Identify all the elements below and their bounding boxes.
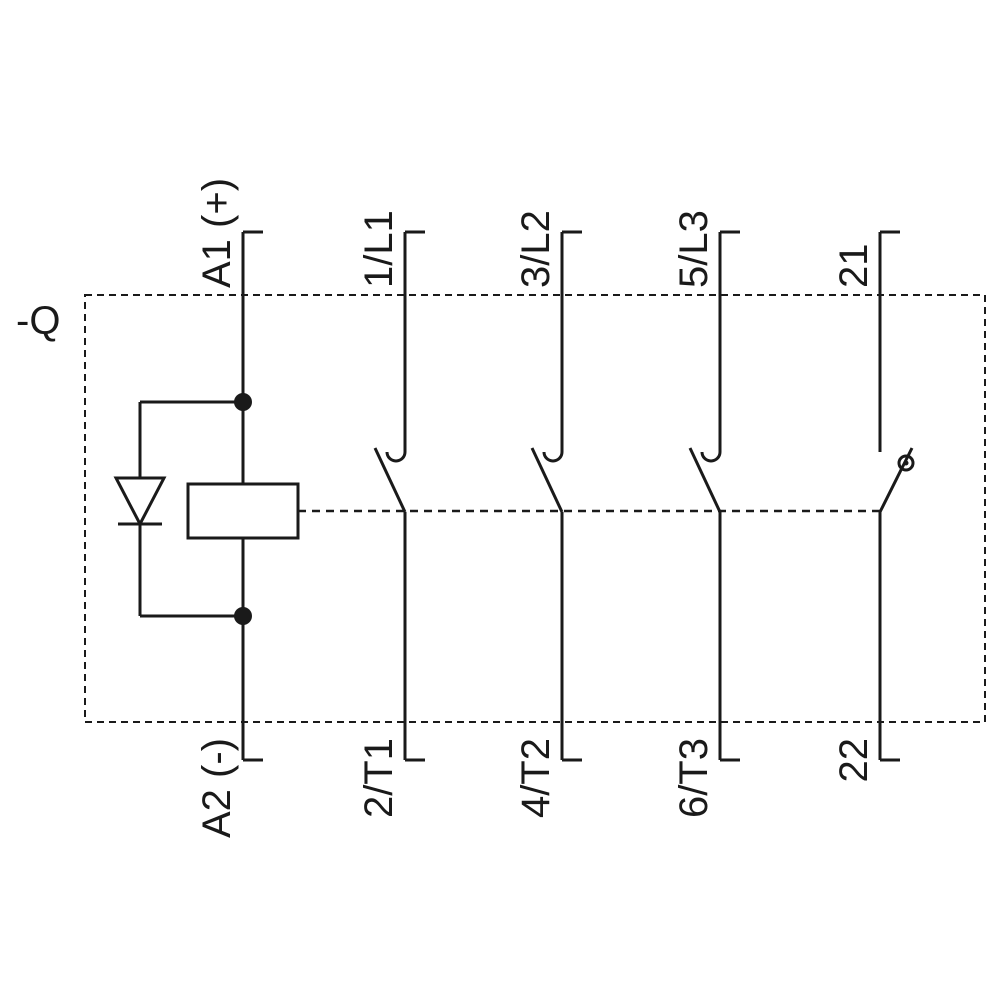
terminal-label-4t2: 4/T2 xyxy=(514,738,558,818)
junction-dot-top xyxy=(234,393,252,411)
terminal-label-3l2: 3/L2 xyxy=(514,210,558,288)
pole-1-fixed-contact-seat xyxy=(385,451,407,463)
terminal-label-1l1: 1/L1 xyxy=(357,210,401,288)
aux-moving-contact xyxy=(878,447,914,513)
terminal-label-21: 21 xyxy=(832,244,876,289)
terminal-label-a2: A2 (-) xyxy=(195,738,239,838)
pole-3-fixed-contact-seat xyxy=(700,451,722,463)
terminal-label-a1: A1 (+) xyxy=(195,178,239,288)
terminal-label-5l3: 5/L3 xyxy=(672,210,716,288)
pole-3-moving-contact xyxy=(688,447,722,513)
coil-symbol xyxy=(186,482,300,540)
pole-1-moving-contact xyxy=(373,447,407,513)
junction-dot-bottom xyxy=(234,607,252,625)
aux-contact-nc xyxy=(878,230,915,762)
pole-2-fixed-contact-seat xyxy=(542,451,564,463)
terminal-label-2t1: 2/T1 xyxy=(357,738,401,818)
terminal-label-6t3: 6/T3 xyxy=(672,738,716,818)
device-label: -Q xyxy=(16,299,60,343)
pole-2-moving-contact xyxy=(530,447,564,513)
pole-1-contact xyxy=(373,230,425,762)
device-boundary xyxy=(84,294,986,723)
pole-3-contact xyxy=(688,230,740,762)
coil-branch xyxy=(113,230,300,762)
diode-triangle xyxy=(113,476,167,528)
terminal-label-22: 22 xyxy=(832,738,876,783)
pole-2-contact xyxy=(530,230,582,762)
